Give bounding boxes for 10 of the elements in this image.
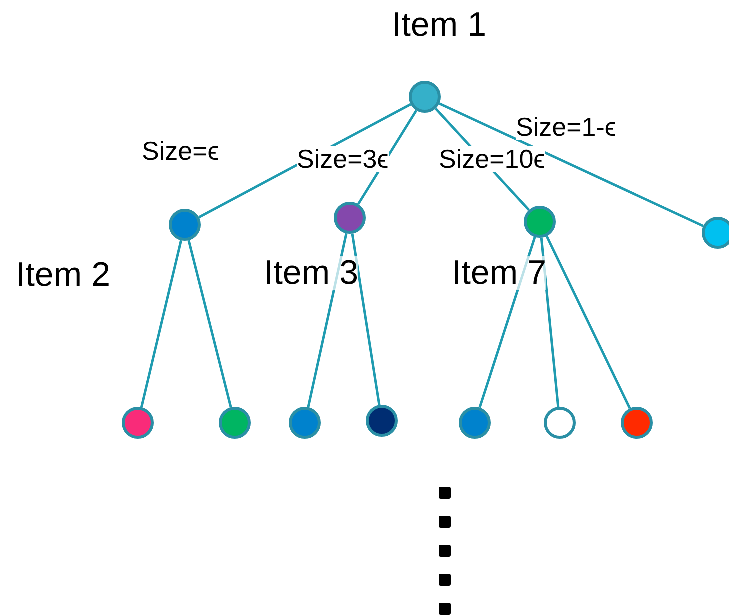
item-label: Item 7	[452, 256, 546, 290]
connector-line	[546, 236, 632, 410]
edge-label: Size=1-ϵ	[516, 114, 616, 140]
connector-line	[188, 240, 232, 408]
edge-label: Size=3ϵ	[297, 146, 389, 172]
connector-line	[351, 234, 381, 406]
connector-line	[540, 238, 560, 408]
item-label: Item 3	[264, 256, 358, 290]
edge-label: Size=10ϵ	[439, 146, 546, 172]
connector-line	[140, 240, 183, 408]
